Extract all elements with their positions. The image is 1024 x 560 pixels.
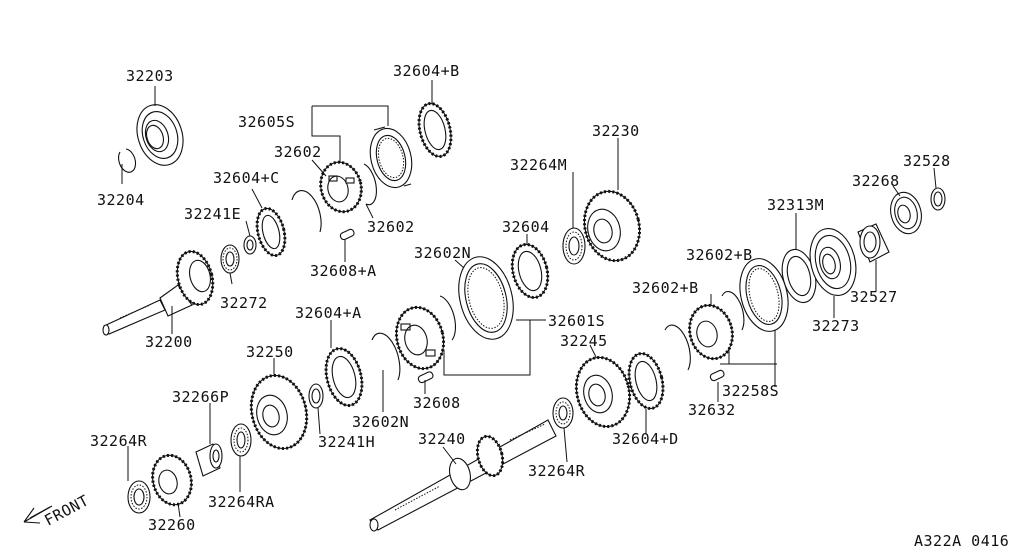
part-32200-main-drive-shaft xyxy=(102,249,215,336)
label-32605S: 32605S xyxy=(238,113,295,131)
label-32604D: 32604+D xyxy=(612,430,679,448)
part-32245-gear xyxy=(574,355,632,429)
label-32204: 32204 xyxy=(97,191,145,209)
part-32601S-hub xyxy=(394,305,446,371)
label-32602B-upper: 32602+B xyxy=(686,246,753,264)
label-32602-lower: 32602 xyxy=(367,218,415,236)
part-32264R-needle-bearing-left xyxy=(127,480,151,514)
label-32604: 32604 xyxy=(502,218,550,236)
label-32604B: 32604+B xyxy=(393,62,460,80)
part-32264RA-needle-bearing xyxy=(230,423,252,457)
part-32241H-washer xyxy=(308,383,324,409)
part-32602N-spring-lower xyxy=(371,332,401,381)
label-32200: 32200 xyxy=(145,333,193,351)
label-32272: 32272 xyxy=(220,294,268,312)
part-32604A-ring xyxy=(324,347,364,407)
label-32250: 32250 xyxy=(246,343,294,361)
part-32273-bearing xyxy=(809,228,857,296)
label-32528: 32528 xyxy=(903,152,951,170)
part-32264R-needle-bearing-right xyxy=(552,397,574,429)
label-32604A: 32604+A xyxy=(295,304,362,322)
label-32602N-lower: 32602N xyxy=(352,413,409,431)
part-32203-bearing xyxy=(136,104,184,166)
label-32313M: 32313M xyxy=(767,196,824,214)
label-32268: 32268 xyxy=(852,172,900,190)
part-32241E-washer xyxy=(243,235,257,255)
part-32602B-hub xyxy=(688,303,734,361)
part-spring-middle xyxy=(439,295,456,341)
part-32608A-key xyxy=(339,228,355,241)
label-32601S: 32601S xyxy=(548,312,605,330)
leader-lines xyxy=(121,80,937,518)
part-32632-key xyxy=(709,369,725,382)
part-spring-right-lower xyxy=(664,324,691,371)
label-32604C: 32604+C xyxy=(213,169,280,187)
part-32204-snap-ring xyxy=(118,148,137,173)
part-32250-gear xyxy=(249,374,309,450)
diagram-code: A322A 0416 xyxy=(914,532,1009,550)
part-32264M-needle-bearing xyxy=(562,227,586,265)
part-32602-spring-upper xyxy=(363,163,377,206)
label-32602-upper: 32602 xyxy=(274,143,322,161)
label-32245: 32245 xyxy=(560,332,608,350)
part-32230-gear xyxy=(582,189,642,263)
label-32632: 32632 xyxy=(688,401,736,419)
part-32240-main-shaft xyxy=(369,419,557,532)
label-32273: 32273 xyxy=(812,317,860,335)
part-spring-right-upper xyxy=(721,290,745,331)
label-32264RA: 32264RA xyxy=(208,493,275,511)
part-32602B-sleeve xyxy=(739,258,789,332)
part-32605S-sleeve xyxy=(369,126,413,189)
part-32608-key xyxy=(417,371,434,384)
part-32272-needle-bearing xyxy=(220,244,240,274)
part-32604-ring xyxy=(510,242,550,300)
label-32240: 32240 xyxy=(418,430,466,448)
part-32527-collar xyxy=(857,223,890,263)
label-32527: 32527 xyxy=(850,288,898,306)
label-32264R-left: 32264R xyxy=(90,432,148,450)
part-32602N-sleeve xyxy=(458,256,514,340)
label-32266P: 32266P xyxy=(172,388,229,406)
label-32608A: 32608+A xyxy=(310,262,377,280)
part-32604B-ring xyxy=(417,102,453,158)
label-32260: 32260 xyxy=(148,516,196,534)
label-32602N-upper: 32602N xyxy=(414,244,471,262)
front-direction-arrow xyxy=(23,505,53,524)
part-32604C-ring xyxy=(255,207,287,257)
part-labels: 32203 32204 32604+B 32605S 32602 32604+C… xyxy=(41,62,1009,550)
label-32608: 32608 xyxy=(413,394,461,412)
label-32602B-lower: 32602+B xyxy=(632,279,699,297)
part-32602-hub xyxy=(319,160,363,214)
part-32528-snap-ring xyxy=(930,187,946,211)
part-32260-gear xyxy=(151,453,193,507)
label-32264R-right: 32264R xyxy=(528,462,586,480)
label-32264M: 32264M xyxy=(510,156,567,174)
label-32241E: 32241E xyxy=(184,205,241,223)
front-label: FRONT xyxy=(41,491,92,529)
label-32203: 32203 xyxy=(126,67,174,85)
part-32604D-ring xyxy=(627,352,665,410)
label-32230: 32230 xyxy=(592,122,640,140)
label-32241H: 32241H xyxy=(318,433,375,451)
part-32268-bearing xyxy=(890,191,922,235)
label-32258S: 32258S xyxy=(722,382,779,400)
part-32266P-bushing xyxy=(195,443,223,477)
part-spring-upper-left xyxy=(291,190,322,233)
